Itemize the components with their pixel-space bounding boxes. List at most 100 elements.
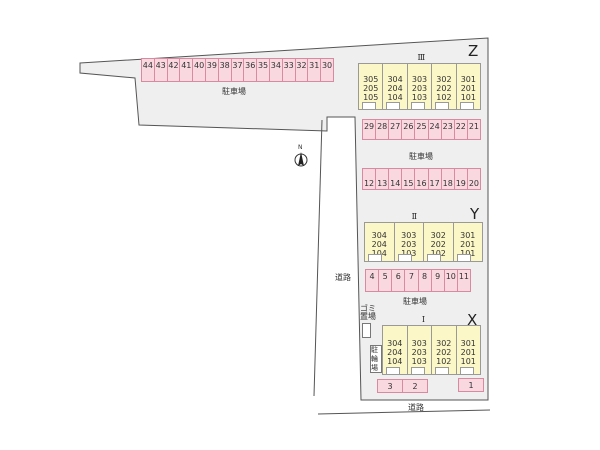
unit-number: 101 — [460, 93, 476, 102]
parking-space: 16 — [414, 168, 429, 190]
unit-number: 103 — [401, 248, 417, 258]
unit-number: 303 — [411, 75, 428, 84]
unit-number: 103 — [411, 356, 427, 366]
road-label-bottom: 道路 — [408, 403, 424, 412]
parking-space: 20 — [466, 168, 481, 190]
parking-space: 6 — [391, 269, 406, 292]
unit-number: 204 — [387, 84, 403, 93]
unit-number: 203 — [411, 347, 427, 357]
unit-number: 104 — [387, 93, 403, 102]
parking-space: 39 — [204, 58, 219, 82]
parking-space: 27 — [388, 119, 403, 140]
unit-number: 103 — [411, 93, 428, 102]
parking-space: 40 — [192, 58, 206, 82]
parking-space: 4 — [365, 269, 380, 292]
parking-lot-label: 駐車場 — [409, 152, 433, 161]
parking-space: 44 — [141, 58, 155, 82]
parking-space: 18 — [440, 168, 455, 190]
parking-space: 23 — [440, 119, 455, 140]
parking-space: 43 — [153, 58, 168, 82]
entrance — [435, 102, 450, 110]
unit-number: 102 — [430, 248, 446, 258]
parking-space: 25 — [414, 119, 429, 140]
entrance — [459, 102, 474, 110]
building-y-letter: Y — [470, 205, 480, 223]
unit-number: 105 — [363, 93, 379, 102]
parking-space: 11 — [456, 269, 471, 292]
parking-space: 17 — [427, 168, 442, 190]
unit-number: 301 — [460, 230, 476, 240]
entrance — [410, 367, 425, 375]
unit-number: 102 — [436, 356, 452, 366]
parking-space: 14 — [388, 168, 403, 190]
parking-space: 30 — [320, 58, 334, 82]
entrance — [459, 367, 474, 375]
entrance — [386, 367, 400, 375]
road-label-vertical: 道路 — [335, 273, 351, 282]
building-z-letter: Z — [468, 42, 479, 60]
unit-number: 102 — [436, 93, 452, 102]
unit-number: 303 — [411, 338, 427, 348]
parking-space: 3 — [377, 379, 403, 393]
parking-space: 5 — [378, 269, 393, 292]
unit-number: 203 — [411, 84, 428, 93]
unit-number: 204 — [387, 347, 403, 357]
building-numeral: Ⅲ — [417, 53, 426, 62]
unit-number: 101 — [460, 248, 476, 258]
entrance — [368, 254, 382, 262]
parking-space: 1 — [458, 378, 484, 392]
entrance — [435, 367, 449, 375]
unit-number: 305 — [363, 75, 379, 84]
unit-number: 302 — [436, 75, 452, 84]
unit-number: 201 — [460, 84, 476, 93]
north-label: N — [298, 144, 303, 151]
parking-space: 29 — [362, 119, 377, 140]
parking-lot-label: 駐車場 — [403, 297, 427, 306]
parking-space: 7 — [404, 269, 419, 292]
parking-space: 15 — [401, 168, 416, 190]
unit-number: 205 — [363, 84, 379, 93]
parking-space: 26 — [401, 119, 416, 140]
parking-row-x-right: 1 — [458, 378, 484, 392]
road-edge-vertical — [313, 119, 323, 397]
north-arrow-icon — [294, 152, 308, 167]
parking-lot-label: 駐車場 — [222, 87, 246, 96]
unit-number: 101 — [460, 356, 476, 366]
unit-number: 202 — [430, 239, 446, 249]
road-edge-bottom — [317, 409, 491, 415]
parking-space: 38 — [217, 58, 232, 82]
building-numeral: Ⅱ — [411, 212, 417, 221]
parking-space: 28 — [375, 119, 390, 140]
unit-number: 201 — [460, 347, 476, 357]
entrance — [362, 102, 376, 110]
unit-number: 203 — [401, 239, 417, 249]
unit-number: 303 — [401, 230, 417, 240]
parking-space: 35 — [256, 58, 270, 82]
unit-number: 202 — [436, 347, 452, 357]
parking-space: 12 — [362, 168, 377, 190]
unit-number: 104 — [371, 248, 387, 258]
entrance — [397, 254, 412, 262]
unit-number: 304 — [371, 230, 387, 240]
parking-space: 22 — [453, 119, 468, 140]
unit-number: 202 — [436, 84, 452, 93]
parking-space: 32 — [294, 58, 309, 82]
entrance — [386, 102, 401, 110]
unit-number: 302 — [430, 230, 446, 240]
